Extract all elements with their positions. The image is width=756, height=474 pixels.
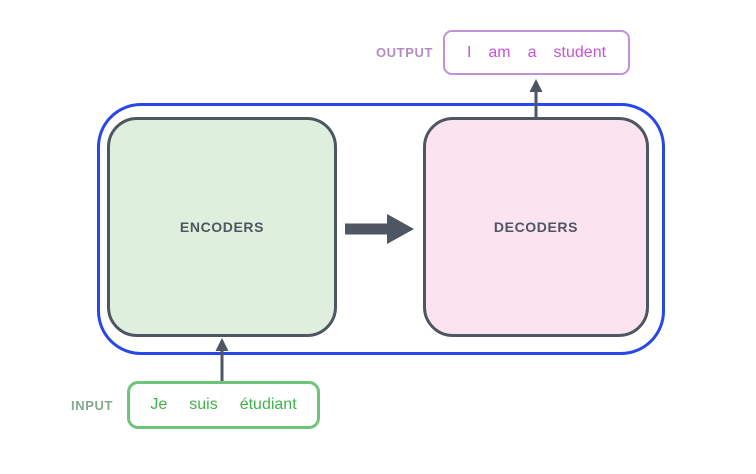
input-label: INPUT <box>71 397 113 413</box>
output-word: a <box>527 43 537 61</box>
decoders-label: DECODERS <box>493 219 579 235</box>
input-word: étudiant <box>239 396 297 413</box>
input-box: Je suis étudiant <box>127 381 320 429</box>
decoders-box: DECODERS <box>423 117 649 337</box>
encoders-label: ENCODERS <box>179 219 265 235</box>
output-word: am <box>488 43 511 61</box>
encoders-box: ENCODERS <box>107 117 337 337</box>
output-word: I <box>466 43 472 61</box>
input-word: Je <box>150 396 168 413</box>
output-box: I am a student <box>443 30 630 75</box>
output-label: OUTPUT <box>375 45 433 60</box>
transformer-stack-outline <box>97 103 665 355</box>
output-word: student <box>553 43 607 61</box>
input-word: suis <box>189 396 218 413</box>
